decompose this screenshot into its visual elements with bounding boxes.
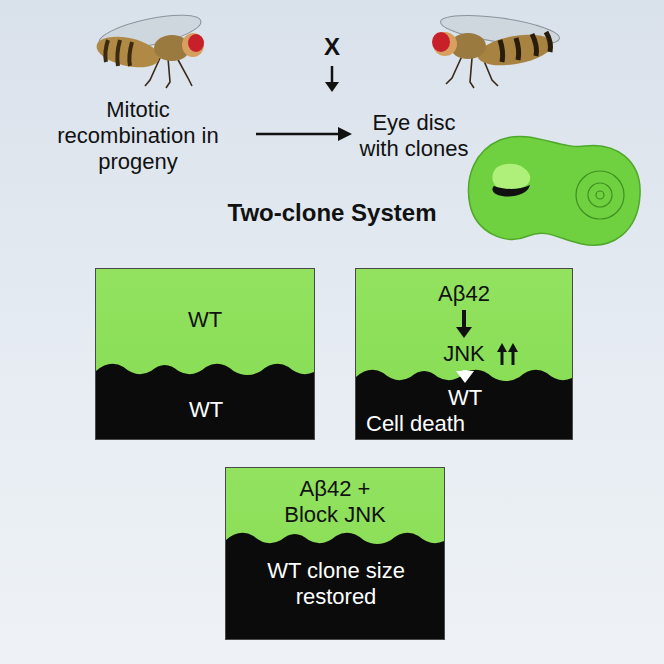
region-text: WT — [146, 397, 266, 423]
region-text: WT — [145, 307, 265, 333]
clone-fill — [356, 370, 573, 440]
flow-arrow — [256, 127, 352, 141]
label-text: Mitotic recombination in progeny — [40, 97, 236, 175]
clone-fill — [96, 364, 315, 440]
increase-arrow — [512, 351, 515, 365]
wt-clone: WTCell death — [356, 375, 573, 440]
title: Two-clone System — [132, 199, 532, 227]
wt-clone: WT — [96, 369, 315, 440]
arrow-head — [456, 327, 472, 338]
fly-right — [432, 10, 561, 88]
region-text: WT clone size restored — [251, 558, 421, 610]
activation-arrow — [462, 310, 466, 329]
region-text: JNK — [434, 341, 494, 367]
clone-fill — [226, 533, 445, 640]
edge-line — [463, 370, 468, 373]
clone-panel: Aβ42JNK WTCell death — [355, 268, 573, 440]
edge-arrow — [456, 370, 474, 383]
cross-arrow — [325, 66, 339, 92]
region-text: Cell death — [366, 411, 516, 437]
arrow-head — [497, 343, 507, 352]
clone-panel: WT WT — [95, 268, 315, 440]
label-text: Eye disc with clones — [352, 110, 476, 162]
eye-disc — [468, 136, 640, 245]
region-text: Aβ42 + Block JNK — [276, 476, 394, 528]
clone-panel: Aβ42 + Block JNK WT clone size restored — [225, 467, 445, 640]
region-text: Aβ42 — [404, 281, 524, 307]
arrow-head — [508, 343, 518, 352]
region-text: WT — [405, 385, 525, 411]
label-text: X — [312, 34, 352, 60]
wt-clone: WT clone size restored — [226, 538, 445, 640]
increase-arrow — [501, 351, 504, 365]
fly-left — [94, 8, 204, 88]
arrow-head — [456, 371, 474, 383]
